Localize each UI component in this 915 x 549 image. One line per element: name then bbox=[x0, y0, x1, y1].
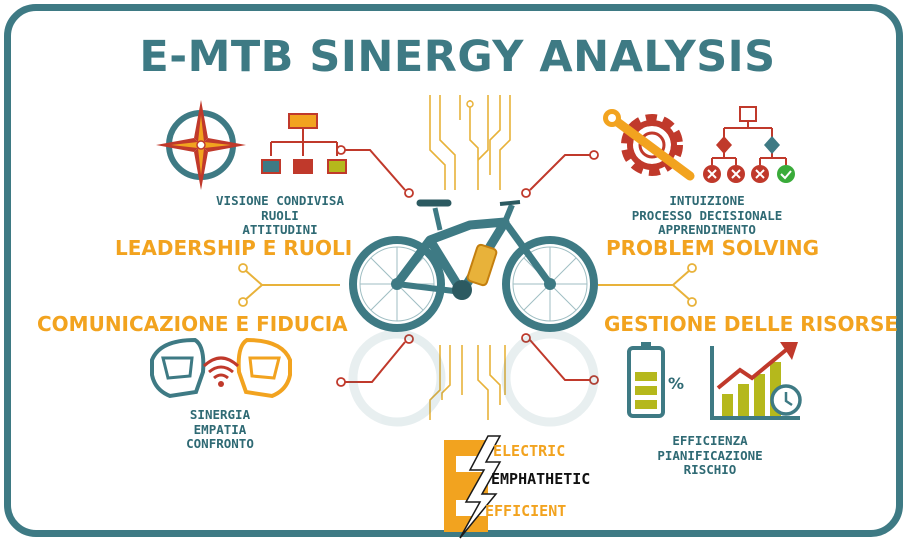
connector-nodes bbox=[336, 145, 599, 387]
circuit-lines-top bbox=[429, 95, 511, 190]
growth-chart-icon bbox=[710, 342, 802, 420]
leadership-heading: LEADERSHIP E RUOLI bbox=[115, 236, 353, 260]
communication-item: EMPATIA bbox=[193, 421, 247, 437]
resources-heading: GESTIONE DELLE RISORSE bbox=[604, 312, 899, 336]
connector-lines bbox=[345, 149, 590, 383]
circuit-node bbox=[466, 100, 474, 108]
logo-word-efficient: EFFICIENT bbox=[485, 502, 567, 520]
helmets-icon bbox=[150, 337, 292, 399]
percent-icon: % bbox=[668, 374, 685, 393]
battery-icon bbox=[627, 342, 665, 418]
logo-word-electric: ELECTRIC bbox=[493, 442, 566, 460]
leadership-item: RUOLI bbox=[261, 207, 299, 223]
circuit-lines-bottom bbox=[429, 345, 506, 420]
resources-item: PIANIFICAZIONE bbox=[657, 447, 763, 463]
communication-heading: COMUNICAZIONE E FIDUCIA bbox=[37, 312, 348, 336]
branch-connectors bbox=[244, 269, 691, 301]
gear-wrench-icon bbox=[603, 109, 695, 181]
problem-item: APPRENDIMENTO bbox=[658, 222, 756, 237]
bike-reflection bbox=[348, 329, 599, 427]
leadership-item: VISIONE CONDIVISA bbox=[216, 193, 344, 208]
compass-icon bbox=[156, 100, 246, 190]
leadership-item: ATTITUDINI bbox=[242, 222, 318, 237]
decision-tree-icon bbox=[703, 106, 795, 183]
resources-item: RISCHIO bbox=[683, 462, 737, 477]
page-title: E-MTB SINERGY ANALYSIS bbox=[139, 32, 776, 82]
problem-item: INTUIZIONE bbox=[669, 193, 745, 208]
communication-item: SINERGIA bbox=[189, 407, 251, 422]
problem-items: INTUIZIONE PROCESSO DECISIONALE APPRENDI… bbox=[592, 193, 822, 238]
problem-heading: PROBLEM SOLVING bbox=[606, 236, 820, 260]
resources-items: EFFICIENZA PIANIFICAZIONE RISCHIO bbox=[620, 433, 800, 478]
e-logo-icon bbox=[444, 435, 502, 539]
problem-item: PROCESSO DECISIONALE bbox=[631, 207, 783, 223]
leadership-items: VISIONE CONDIVISA RUOLI ATTITUDINI bbox=[170, 193, 390, 238]
org-chart-icon bbox=[261, 113, 347, 174]
communication-items: SINERGIA EMPATIA CONFRONTO bbox=[130, 407, 310, 452]
resources-item: EFFICIENZA bbox=[672, 433, 748, 448]
ebike-illustration bbox=[349, 199, 598, 332]
logo-word-emphathetic: EMPHATHETIC bbox=[491, 470, 591, 488]
communication-item: CONFRONTO bbox=[186, 436, 254, 451]
